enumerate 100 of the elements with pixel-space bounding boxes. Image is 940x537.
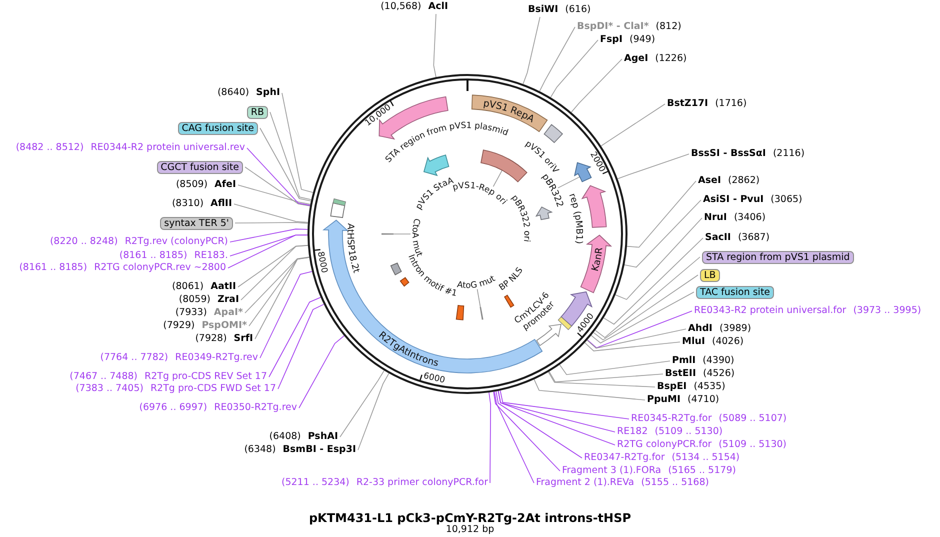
leader-line xyxy=(548,372,656,388)
leader-line xyxy=(260,128,312,202)
enzyme-name: SphI xyxy=(256,87,280,99)
primer-range: (6976 .. 6997) xyxy=(139,402,208,414)
enzyme-name: PmlI xyxy=(672,355,696,367)
primer-name: RE0344-R2 protein universal.rev xyxy=(90,142,245,154)
cut-site-position: (4026) xyxy=(712,336,744,348)
feature-tag: CGCT fusion site xyxy=(156,160,243,174)
cut-site-position: (4535) xyxy=(694,381,726,393)
leader-line xyxy=(278,304,324,390)
leader-line xyxy=(617,154,690,180)
cut-site-position: (1226) xyxy=(655,53,687,65)
primer-name: R2Tg.rev (colonyPCR) xyxy=(124,236,228,248)
leader-line xyxy=(496,391,582,458)
leader-line xyxy=(492,170,502,187)
leader-line xyxy=(558,176,580,188)
cut-site-position: (8059) xyxy=(178,294,210,306)
primer-range: (8482 .. 8512) xyxy=(16,142,84,154)
leader-line xyxy=(570,58,622,113)
leader-line xyxy=(240,245,308,300)
primer-name: RE182 xyxy=(617,426,648,438)
leader-line xyxy=(550,40,598,98)
cut-site-position: (2116) xyxy=(772,148,805,160)
leader-line xyxy=(244,256,310,314)
enzyme-name: PpuMI xyxy=(647,394,681,406)
leader-line xyxy=(238,244,308,288)
leader-line xyxy=(230,228,308,242)
cut-site-position: (3065) xyxy=(770,194,802,206)
primer-range: (5155 .. 5168) xyxy=(641,477,709,489)
primer-range: (5109 .. 5130) xyxy=(718,439,787,451)
leader-line xyxy=(522,16,540,84)
primer-range: (8161 .. 8185) xyxy=(19,262,88,274)
enzyme-name: AclI xyxy=(428,1,448,13)
primer-name: RE0350-R2Tg.rev xyxy=(214,402,297,414)
feature-tick xyxy=(382,233,394,235)
cut-site-position: (812) xyxy=(656,21,682,33)
feature-block xyxy=(390,262,402,276)
cut-site-position: (8061) xyxy=(172,281,204,293)
leader-line xyxy=(476,288,481,308)
enzyme-name: AhdI xyxy=(688,323,712,335)
leader-line xyxy=(268,296,321,378)
primer-range: (5211 .. 5234) xyxy=(282,477,350,489)
enzyme-name: AgeI xyxy=(624,53,648,65)
feature-tag: CAG fusion site xyxy=(178,122,258,134)
directional-feature xyxy=(574,162,592,182)
cut-site-position: (1716) xyxy=(715,98,747,110)
leader-line xyxy=(340,370,385,438)
cut-site-position: (4710) xyxy=(688,394,720,406)
primer-name: RE0345-R2Tg.for xyxy=(631,413,712,425)
enzyme-name: ApaI* xyxy=(214,307,243,319)
enzyme-name: BspDI* - ClaI* xyxy=(577,21,649,33)
enzyme-name: AatII xyxy=(210,281,236,293)
directional-feature xyxy=(424,154,450,176)
feature-tag: syntax TER 5' xyxy=(160,216,233,230)
cut-site-position: (4526) xyxy=(703,368,735,380)
leader-line xyxy=(282,92,314,193)
cut-site-position: (949) xyxy=(629,34,656,46)
tick-label: 6000 xyxy=(422,371,446,386)
leader-line xyxy=(433,14,436,78)
feature-tag: LB xyxy=(700,268,720,282)
leader-line xyxy=(488,392,491,484)
cut-site-position: (7928) xyxy=(195,333,227,345)
primer-range: (5165 .. 5179) xyxy=(668,465,736,477)
cut-site-position: (8509) xyxy=(176,179,208,191)
cut-site-position: (3687) xyxy=(738,232,770,244)
cut-site-position: (8640) xyxy=(217,87,250,99)
enzyme-name: AseI xyxy=(698,175,721,187)
primer-name: R2TG colonyPCR.rev ~2800 xyxy=(94,262,226,274)
leader-line xyxy=(539,26,576,92)
enzyme-name: SrfI xyxy=(234,333,253,345)
cut-site-position: (10,568) xyxy=(380,1,422,13)
directional-feature xyxy=(582,185,607,228)
enzyme-name: BstEII xyxy=(665,368,696,380)
leader-line xyxy=(586,328,686,349)
primer-range: (7764 .. 7782) xyxy=(100,352,168,364)
leader-line xyxy=(230,234,308,256)
primer-name: Fragment 2 (1).REVa xyxy=(536,477,634,489)
enzyme-name: BsmBI - Esp3I xyxy=(282,444,356,456)
cut-site-position: (6408) xyxy=(269,431,301,443)
primer-range: (7467 .. 7488) xyxy=(70,371,138,383)
directional-feature xyxy=(558,291,592,330)
primer-name: RE0343-R2 protein universal.for xyxy=(694,305,846,317)
enzyme-name: BssSI - BssSαI xyxy=(691,148,766,160)
primer-name: R2Tg pro-CDS FWD Set 17 xyxy=(150,383,276,395)
leader-line xyxy=(298,335,344,408)
primer-range: (7383 .. 7405) xyxy=(76,383,144,395)
enzyme-name: BstZ17I xyxy=(667,98,708,110)
leader-line xyxy=(238,184,311,205)
primer-name: RE183. xyxy=(194,250,228,262)
leader-line xyxy=(494,391,534,484)
leader-line xyxy=(500,390,630,420)
feature-tag: STA region from pVS1 plasmid xyxy=(702,250,854,264)
enzyme-name: PspOMI* xyxy=(202,320,247,332)
leader-line xyxy=(234,222,308,224)
feature-tick xyxy=(480,306,484,320)
leader-line xyxy=(244,166,310,206)
primer-range: (8220 .. 8248) xyxy=(50,236,118,248)
leader-line xyxy=(260,271,312,358)
feature-tag: TAC fusion site xyxy=(696,286,774,298)
primer-name: RE0349-R2Tg.rev xyxy=(175,352,258,364)
